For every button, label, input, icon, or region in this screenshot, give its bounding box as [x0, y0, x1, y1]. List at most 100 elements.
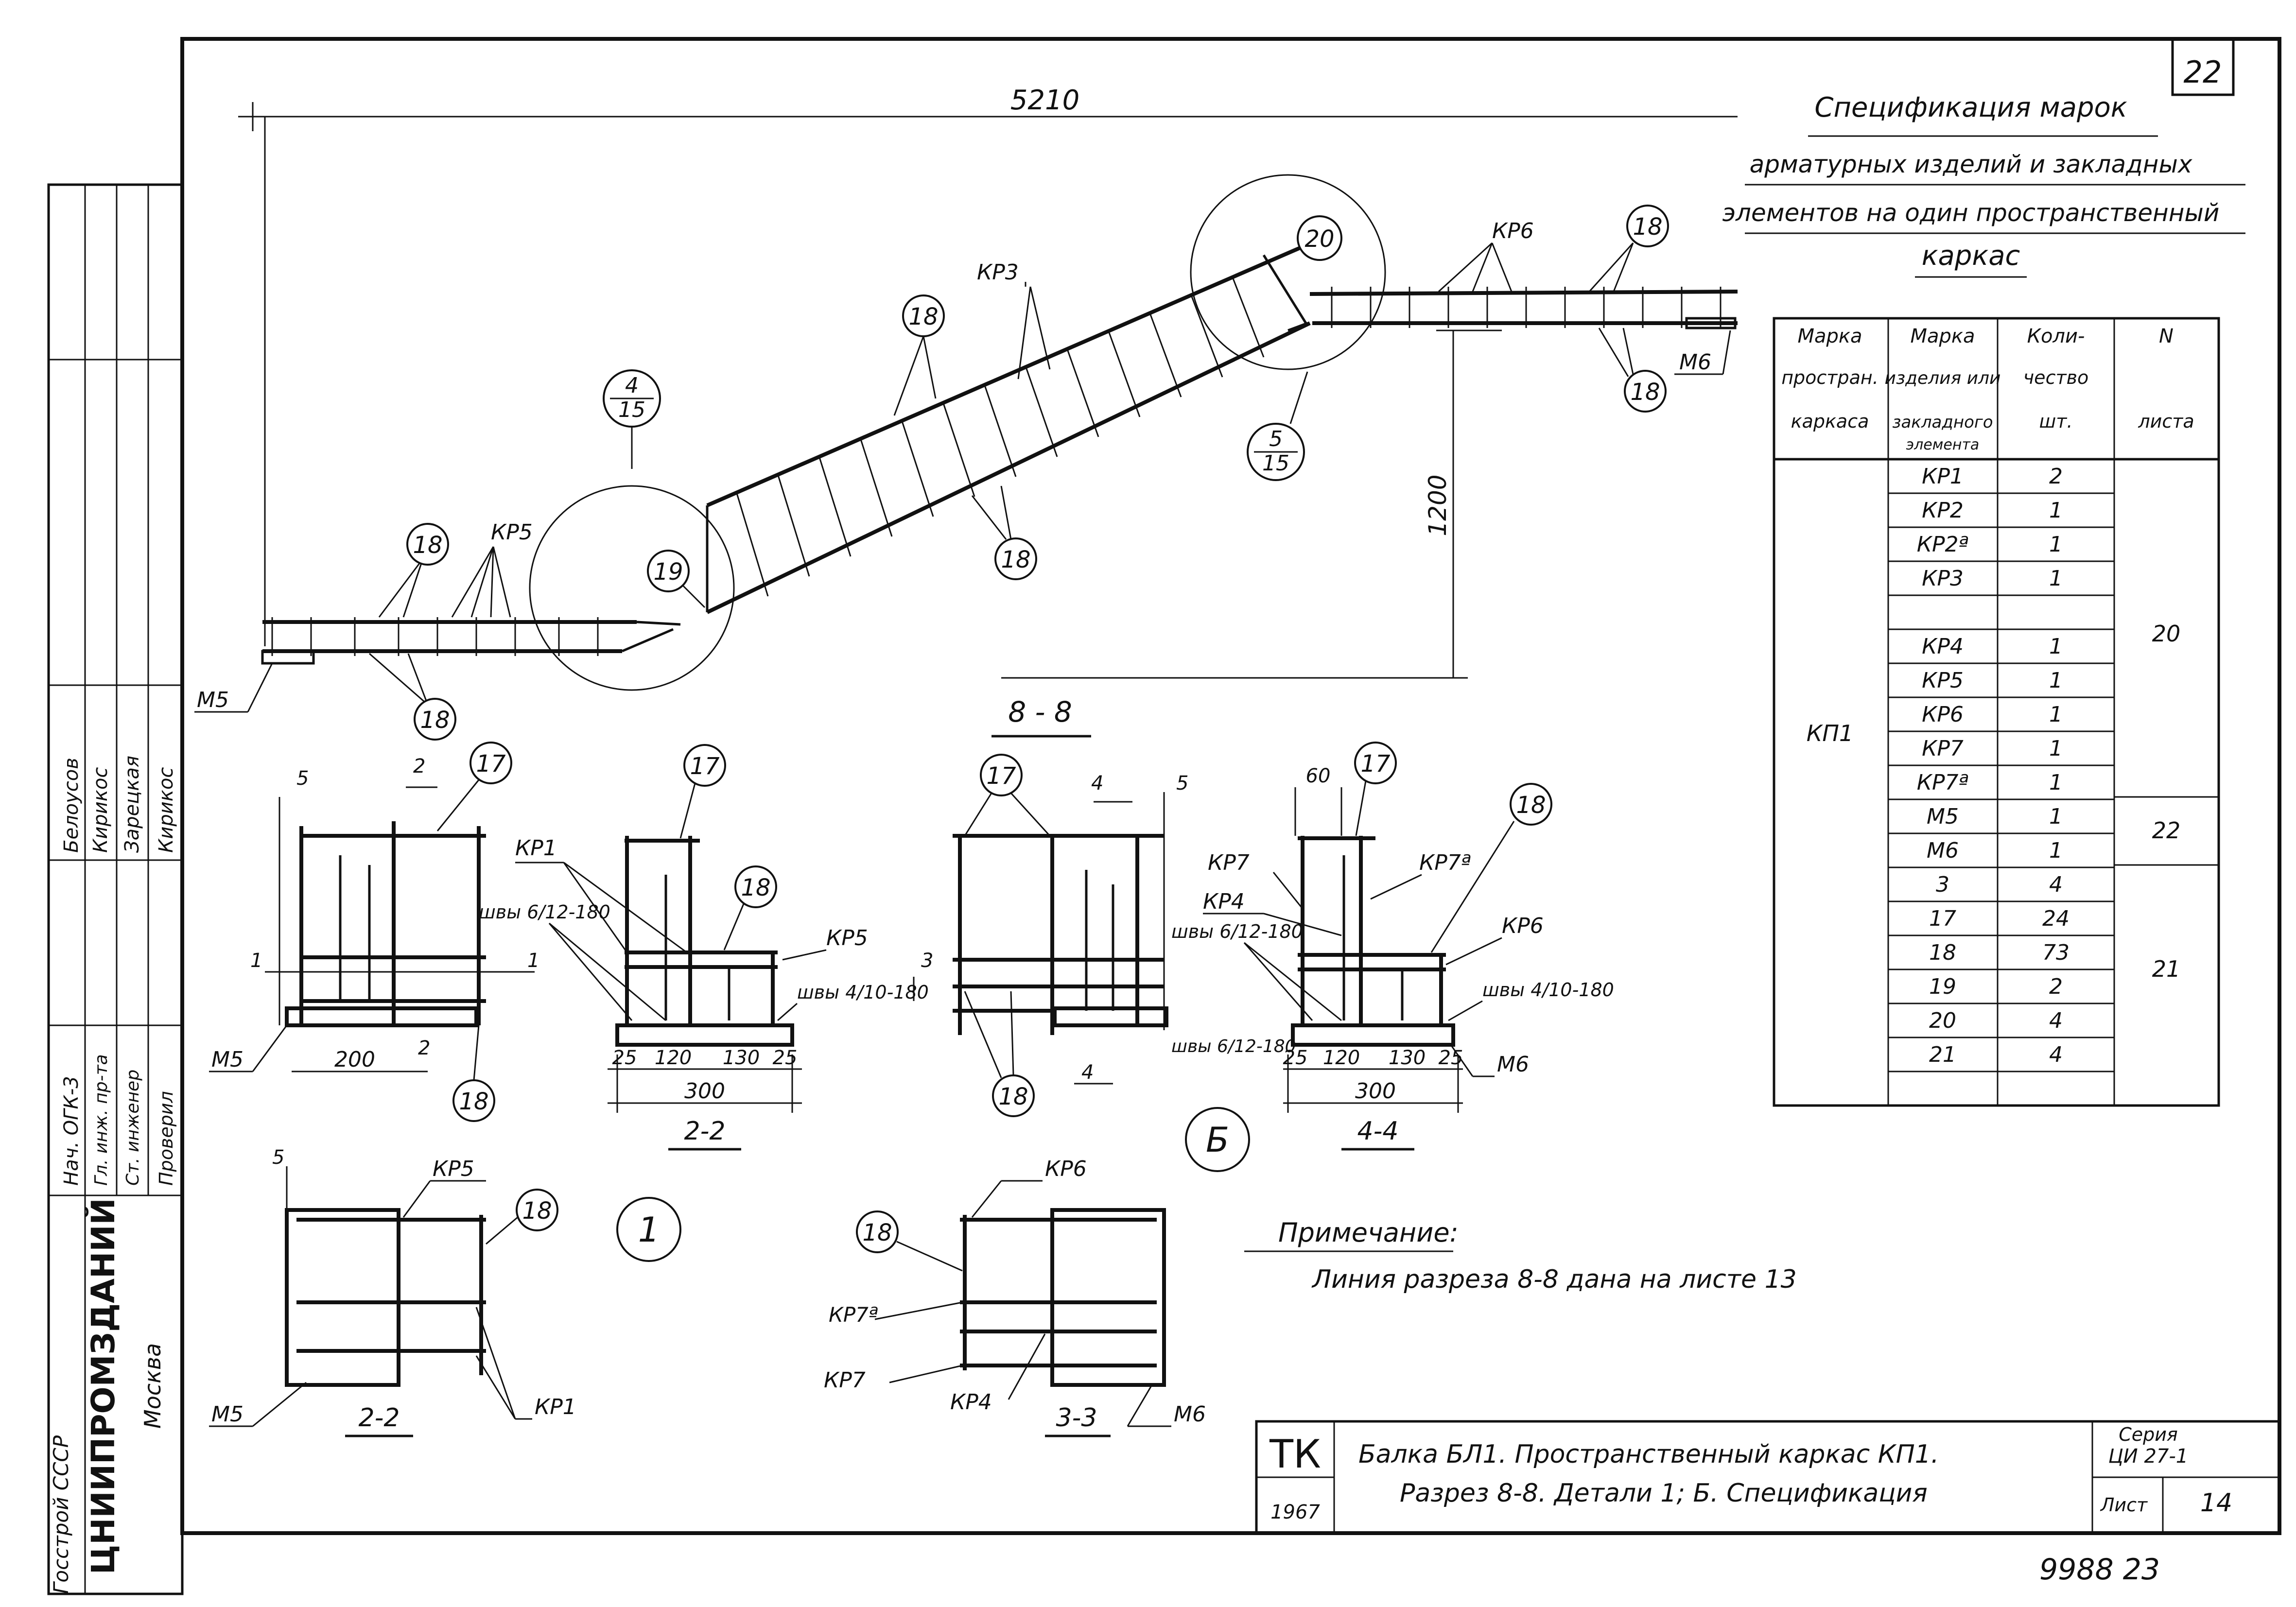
svg-text:КР5: КР5 [491, 520, 533, 545]
svg-text:КР1: КР1 [535, 1395, 576, 1419]
section-2-2-view: 25 120 130 25 300 2-2 [608, 836, 802, 1151]
section-3-3-plan: 3-3 [960, 1208, 1166, 1437]
detail-b-marker: Б [1185, 1107, 1250, 1172]
sheet-number: 22 [2184, 54, 2222, 90]
svg-text:Спецификация марок: Спецификация марок [1814, 92, 2127, 123]
svg-text:КР6: КР6 [1492, 219, 1534, 243]
svg-text:18: 18 [413, 532, 442, 559]
detail-1-marker: 1 [616, 1197, 681, 1262]
svg-text:21: 21 [2152, 956, 2181, 982]
svg-text:Коли-: Коли- [2027, 325, 2085, 347]
section-4-4-view: 60 25 120 130 25 300 4-4 [1283, 765, 1463, 1151]
svg-text:каркас: каркас [1922, 240, 2020, 272]
spec-row-qty: 1 [2049, 804, 2063, 829]
svg-text:15: 15 [618, 397, 645, 422]
svg-text:Марка: Марка [1910, 325, 1975, 347]
svg-text:4-4: 4-4 [1357, 1117, 1399, 1146]
svg-text:130: 130 [1389, 1047, 1426, 1069]
svg-text:5: 5 [296, 767, 309, 790]
spec-row-qty: 2 [2049, 464, 2063, 489]
callout-18-plan33: 18 [856, 1210, 963, 1272]
detail-1-front: 5 2 1 1 200 2 М5 [209, 755, 539, 1072]
spec-row-mark: М5 [1927, 804, 1959, 829]
svg-text:2: 2 [418, 1037, 430, 1059]
svg-text:Марка: Марка [1797, 325, 1862, 347]
spec-row-mark: КР7 [1922, 736, 1964, 761]
detail-circle-right [1190, 174, 1386, 370]
spec-row-qty: 73 [2042, 940, 2070, 965]
beam-left-segment [261, 617, 681, 665]
svg-text:М5: М5 [211, 1402, 244, 1427]
callout-18-left-top: 18 [378, 523, 449, 618]
title-block: ТК 1967 Балка БЛ1. Пространственный карк… [1255, 1420, 2281, 1535]
callout-welds2-44: швы 4/10-180 [1448, 979, 1614, 1021]
dim-length: 5210 [1010, 85, 1080, 116]
callout-kr4-44: КР4 [1203, 889, 1342, 936]
spec-row-qty: 4 [2049, 1042, 2063, 1067]
svg-text:Москва: Москва [139, 1343, 166, 1429]
svg-text:Примечание:: Примечание: [1278, 1217, 1459, 1248]
svg-text:швы 6/12-180: швы 6/12-180 [479, 901, 610, 923]
svg-text:5: 5 [272, 1146, 284, 1169]
svg-text:швы 6/12-180: швы 6/12-180 [1171, 921, 1303, 942]
svg-text:КР4: КР4 [1203, 889, 1245, 914]
beam-right-segment [1287, 287, 1738, 332]
callout-18-left-bottom: 18 [369, 653, 456, 741]
svg-text:ЦИ 27-1: ЦИ 27-1 [2108, 1445, 2188, 1468]
callout-17-22: 17 [679, 744, 726, 839]
svg-text:Нач. ОГК-3: Нач. ОГК-3 [60, 1076, 83, 1186]
svg-text:КР6: КР6 [1502, 914, 1544, 938]
svg-text:Госстрой СССР: Госстрой СССР [49, 1435, 73, 1594]
svg-text:Кирикос: Кирикос [89, 767, 112, 853]
svg-text:закладного: закладного [1892, 413, 1993, 432]
spec-row-mark: М6 [1927, 838, 1959, 863]
section-88-label: 8 - 8 [1008, 695, 1072, 728]
callout-kr7-44: КР7 [1208, 850, 1304, 909]
svg-text:ЦНИИПРОМЗДАНИЙ: ЦНИИПРОМЗДАНИЙ [84, 1198, 122, 1574]
callout-18-22: 18 [723, 865, 777, 950]
svg-text:5: 5 [1176, 772, 1188, 795]
callout-kr1-plan: КР1 [475, 1307, 576, 1420]
svg-text:Проверил: Проверил [156, 1091, 177, 1186]
svg-text:2-2: 2-2 [359, 1403, 400, 1433]
svg-text:КР7ª: КР7ª [829, 1303, 878, 1327]
spec-row-qty: 4 [2049, 1008, 2063, 1033]
callout-18-plan22: 18 [486, 1189, 558, 1245]
callout-welds-22: швы 6/12-180 [479, 901, 666, 1021]
svg-text:18: 18 [908, 303, 938, 330]
section-8-8-view: 4 5 3 4 [913, 772, 1188, 1085]
svg-text:18: 18 [1630, 379, 1660, 406]
spec-row-mark: 18 [1929, 940, 1956, 965]
svg-text:3-3: 3-3 [1056, 1403, 1097, 1433]
spec-row-mark: 20 [1929, 1008, 1956, 1033]
spec-row-mark: 17 [1929, 906, 1956, 931]
svg-text:Ст. инженер: Ст. инженер [123, 1070, 143, 1186]
svg-text:17: 17 [986, 762, 1016, 790]
svg-text:Зарецкая: Зарецкая [121, 756, 143, 853]
spec-row-mark: КР1 [1922, 464, 1964, 489]
spec-row-qty: 24 [2042, 906, 2070, 931]
callout-kr4-plan: КР4 [950, 1333, 1046, 1415]
svg-text:120: 120 [1323, 1047, 1360, 1069]
callout-kr5-beam: КР5 [451, 520, 533, 618]
svg-text:20: 20 [1305, 225, 1334, 253]
svg-text:18: 18 [1516, 792, 1546, 819]
svg-text:элемента: элемента [1906, 436, 1980, 453]
callout-kr7-plan: КР7 [824, 1365, 963, 1393]
svg-text:Балка БЛ1. Пространственный ка: Балка БЛ1. Пространственный каркас КП1. [1358, 1440, 1939, 1469]
svg-text:2: 2 [413, 755, 425, 778]
svg-text:3: 3 [921, 950, 933, 972]
svg-text:КР7ª: КР7ª [1419, 850, 1471, 875]
svg-text:КП1: КП1 [1807, 720, 1854, 746]
spec-row-qty: 1 [2049, 736, 2063, 761]
sheet-number-box [2171, 37, 2235, 96]
svg-text:17: 17 [690, 753, 720, 780]
callout-kr7a-44: КР7ª [1370, 850, 1471, 900]
svg-text:М5: М5 [211, 1047, 244, 1072]
svg-text:4: 4 [1091, 772, 1103, 795]
svg-text:М6: М6 [1679, 350, 1711, 375]
svg-text:300: 300 [1355, 1079, 1396, 1104]
callout-welds2-22: швы 4/10-180 [777, 982, 929, 1021]
callout-18-44: 18 [1430, 783, 1552, 953]
